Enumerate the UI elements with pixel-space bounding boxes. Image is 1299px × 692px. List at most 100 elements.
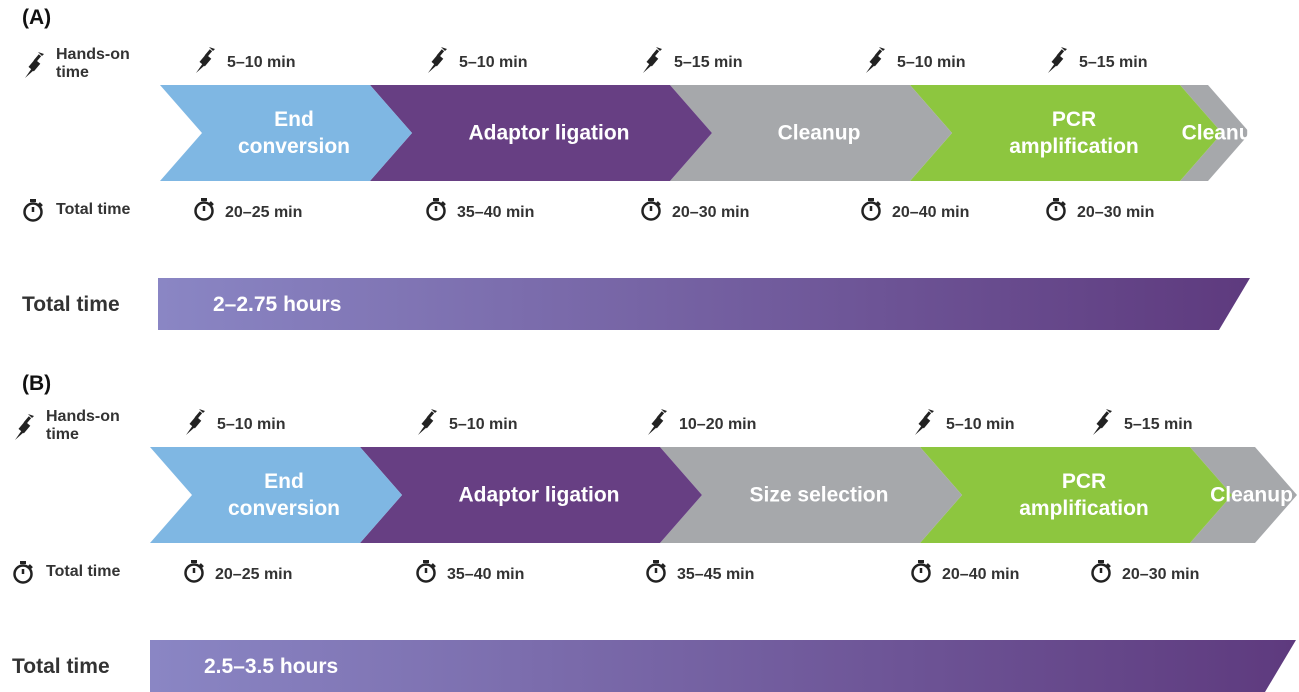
workflow-arrow-b: End conversion 5–10 min 20–25 min Adaptor l… [0, 362, 1299, 602]
total-time: 35–40 min [425, 198, 534, 227]
hands-on-time: 5–10 min [193, 46, 295, 79]
total-value: 20–30 min [1077, 203, 1155, 221]
pipette-icon [193, 46, 217, 79]
total-value: 20–40 min [942, 565, 1020, 583]
total-value: 35–45 min [677, 565, 755, 583]
pipette-icon [863, 46, 887, 79]
pipette-icon [645, 408, 669, 441]
overall-total-label: Total time [12, 655, 110, 678]
total-time-label: Total time [56, 201, 131, 218]
step-chevron [910, 85, 1222, 181]
step-chevron [660, 447, 962, 543]
total-time: 35–40 min [415, 560, 524, 589]
total-time: 20–30 min [1045, 198, 1154, 227]
stopwatch-icon [183, 560, 205, 589]
total-value: 20–40 min [892, 203, 970, 221]
panel-label: (A) [22, 6, 52, 29]
total-value: 20–25 min [225, 203, 303, 221]
hands-on-time: 5–15 min [640, 46, 742, 79]
hands-on-time: 5–10 min [912, 408, 1014, 441]
total-time: 20–40 min [860, 198, 969, 227]
chevron-arrow [150, 447, 1297, 543]
step-chevron [920, 447, 1232, 543]
step-chevron [1190, 447, 1297, 543]
step-label: Cleanup [1210, 483, 1293, 507]
hands-on-value: 5–10 min [946, 415, 1015, 433]
hands-on-time: 5–15 min [1090, 408, 1192, 441]
overall-total-value: 2.5–3.5 hours [204, 655, 339, 678]
step-label: Adaptor ligation [458, 483, 620, 507]
stopwatch-icon [425, 198, 447, 227]
step-label: PCR amplification [1009, 108, 1139, 158]
step-label: Cleanup [1181, 121, 1265, 145]
panel-b: (B) Hands-on time Total time End convers… [0, 362, 1299, 692]
total-value: 20–30 min [1122, 565, 1200, 583]
hands-on-label: Hands-on time [56, 46, 130, 81]
step-chevron [370, 85, 712, 181]
total-time: 20–25 min [193, 198, 302, 227]
hands-on-value: 5–10 min [459, 53, 528, 71]
hands-on-time: 5–15 min [1045, 46, 1147, 79]
hands-on-value: 5–15 min [674, 53, 743, 71]
step-chevron [360, 447, 702, 543]
hands-on-time: 5–10 min [425, 46, 527, 79]
hands-on-value: 5–10 min [449, 415, 518, 433]
hands-on-time: 10–20 min [645, 408, 756, 441]
stopwatch-icon [1090, 560, 1112, 589]
stopwatch-icon [193, 198, 215, 227]
hands-on-value: 5–10 min [897, 53, 966, 71]
pipette-icon [1090, 408, 1114, 441]
pipette-icon [12, 413, 36, 446]
stopwatch-icon [910, 560, 932, 589]
stopwatch-icon [415, 560, 437, 589]
hands-on-value: 5–10 min [217, 415, 286, 433]
step-chevron [150, 447, 402, 543]
overall-total-bar [150, 640, 1296, 692]
total-time: 20–40 min [910, 560, 1019, 589]
pipette-icon [22, 51, 46, 84]
step-label: Size selection [749, 483, 889, 507]
stopwatch-icon [860, 198, 882, 227]
hands-on-time: 5–10 min [183, 408, 285, 441]
panel-a: (A) Hands-on time Total time End convers… [0, 0, 1299, 330]
total-value: 20–25 min [215, 565, 293, 583]
total-time: 35–45 min [645, 560, 754, 589]
step-chevron [670, 85, 952, 181]
stopwatch-icon [1045, 198, 1067, 227]
hands-on-value: 5–15 min [1079, 53, 1148, 71]
total-time: 20–30 min [1090, 560, 1199, 589]
overall-total-label: Total time [22, 293, 120, 316]
pipette-icon [183, 408, 207, 441]
step-label: Cleanup [777, 121, 861, 145]
hands-on-value: 10–20 min [679, 415, 757, 433]
pipette-icon [912, 408, 936, 441]
hands-on-value: 5–15 min [1124, 415, 1193, 433]
step-label: End conversion [227, 470, 341, 520]
hands-on-time: 5–10 min [863, 46, 965, 79]
pipette-icon [1045, 46, 1069, 79]
hands-on-time: 5–10 min [415, 408, 517, 441]
hands-on-label: Hands-on time [46, 408, 120, 443]
total-time: 20–25 min [183, 560, 292, 589]
stopwatch-icon [12, 561, 34, 590]
workflow-arrow-a: End conversion 5–10 min 20–25 min Adaptor l… [0, 0, 1299, 240]
step-label: End conversion [237, 108, 351, 158]
overall-total-bar [158, 278, 1250, 330]
panel-label: (B) [22, 372, 52, 395]
step-label: Adaptor ligation [468, 121, 630, 145]
stopwatch-icon [640, 198, 662, 227]
stopwatch-icon [22, 199, 44, 228]
hands-on-value: 5–10 min [227, 53, 296, 71]
total-value: 20–30 min [672, 203, 750, 221]
total-value: 35–40 min [447, 565, 525, 583]
total-time-label: Total time [46, 563, 121, 580]
pipette-icon [415, 408, 439, 441]
pipette-icon [425, 46, 449, 79]
stopwatch-icon [645, 560, 667, 589]
step-label: PCR amplification [1019, 470, 1149, 520]
chevron-arrow [160, 85, 1250, 181]
pipette-icon [640, 46, 664, 79]
overall-total-value: 2–2.75 hours [213, 293, 342, 316]
total-time: 20–30 min [640, 198, 749, 227]
step-chevron [1180, 85, 1250, 181]
